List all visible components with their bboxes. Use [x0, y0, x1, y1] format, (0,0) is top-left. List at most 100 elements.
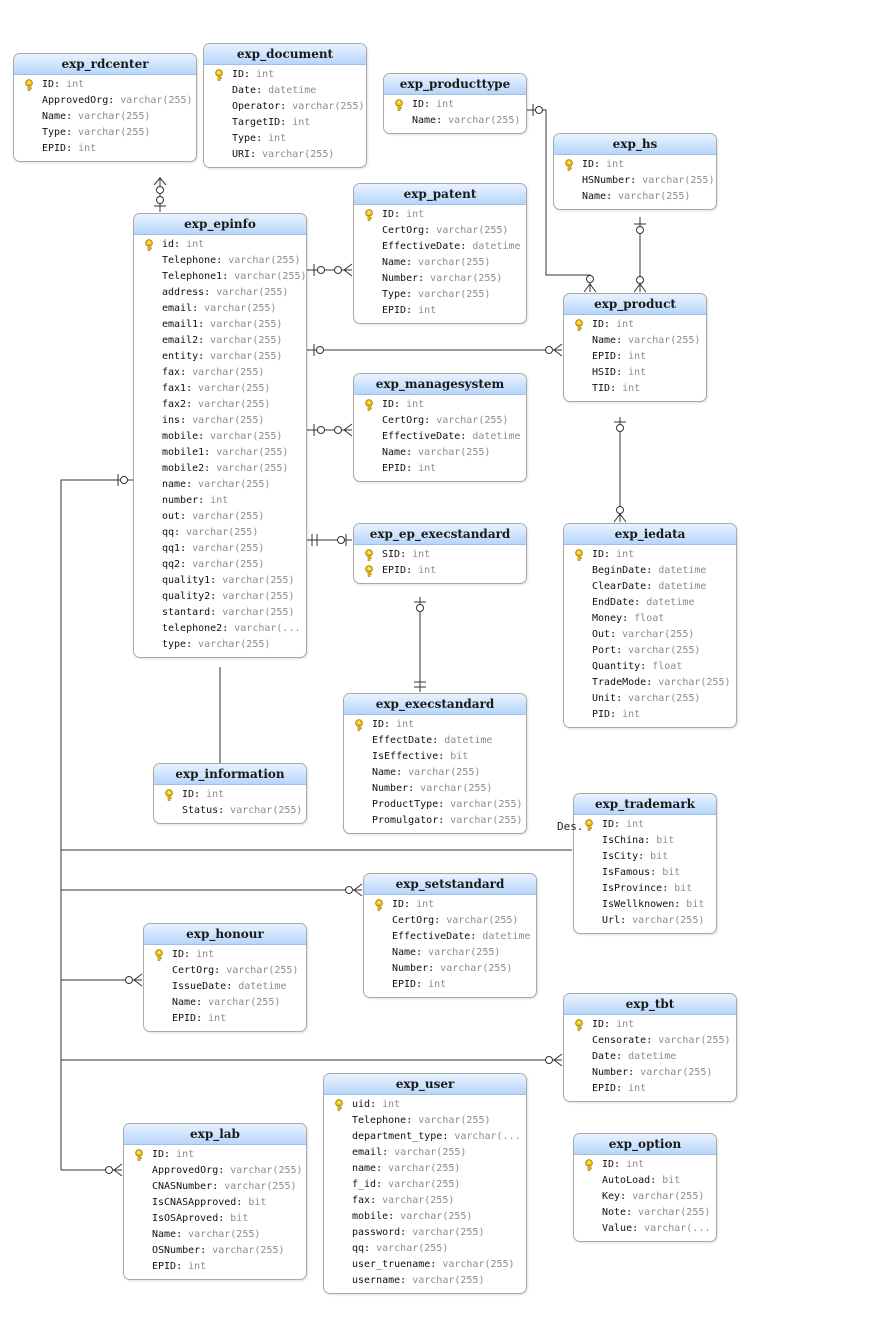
field-row[interactable]: Note: varchar(255)	[574, 1205, 716, 1221]
field-row[interactable]: ID: int	[354, 397, 526, 413]
field-row[interactable]: Number: varchar(255)	[354, 271, 526, 287]
field-row[interactable]: Name: varchar(255)	[14, 109, 196, 125]
field-row[interactable]: ins: varchar(255)	[134, 413, 306, 429]
field-row[interactable]: SID: int	[354, 547, 526, 563]
field-row[interactable]: CertOrg: varchar(255)	[364, 913, 536, 929]
field-row[interactable]: Name: varchar(255)	[554, 189, 716, 205]
field-row[interactable]: number: int	[134, 493, 306, 509]
field-row[interactable]: user_truename: varchar(255)	[324, 1257, 526, 1273]
field-row[interactable]: AutoLoad: bit	[574, 1173, 716, 1189]
field-row[interactable]: Number: varchar(255)	[364, 961, 536, 977]
field-row[interactable]: IsCNASApproved: bit	[124, 1195, 306, 1211]
field-row[interactable]: CNASNumber: varchar(255)	[124, 1179, 306, 1195]
field-row[interactable]: mobile: varchar(255)	[324, 1209, 526, 1225]
field-row[interactable]: Url: varchar(255)	[574, 913, 716, 929]
field-row[interactable]: Unit: varchar(255)	[564, 691, 736, 707]
field-row[interactable]: Name: varchar(255)	[144, 995, 306, 1011]
field-row[interactable]: ID: int	[344, 717, 526, 733]
field-row[interactable]: Operator: varchar(255)	[204, 99, 366, 115]
field-row[interactable]: department_type: varchar(...	[324, 1129, 526, 1145]
field-row[interactable]: EPID: int	[354, 303, 526, 319]
field-row[interactable]: fax: varchar(255)	[134, 365, 306, 381]
field-row[interactable]: IsFamous: bit	[574, 865, 716, 881]
field-row[interactable]: Quantity: float	[564, 659, 736, 675]
field-row[interactable]: ClearDate: datetime	[564, 579, 736, 595]
field-row[interactable]: uid: int	[324, 1097, 526, 1113]
field-row[interactable]: ID: int	[574, 817, 716, 833]
field-row[interactable]: PID: int	[564, 707, 736, 723]
field-row[interactable]: email2: varchar(255)	[134, 333, 306, 349]
field-row[interactable]: TargetID: int	[204, 115, 366, 131]
field-row[interactable]: CertOrg: varchar(255)	[354, 413, 526, 429]
field-row[interactable]: Telephone1: varchar(255)	[134, 269, 306, 285]
field-row[interactable]: ApprovedOrg: varchar(255)	[124, 1163, 306, 1179]
field-row[interactable]: Number: varchar(255)	[564, 1065, 736, 1081]
field-row[interactable]: address: varchar(255)	[134, 285, 306, 301]
field-row[interactable]: ID: int	[554, 157, 716, 173]
field-row[interactable]: EffectiveDate: datetime	[354, 239, 526, 255]
field-row[interactable]: OSNumber: varchar(255)	[124, 1243, 306, 1259]
field-row[interactable]: Status: varchar(255)	[154, 803, 306, 819]
field-row[interactable]: ProductType: varchar(255)	[344, 797, 526, 813]
field-row[interactable]: password: varchar(255)	[324, 1225, 526, 1241]
field-row[interactable]: EPID: int	[354, 563, 526, 579]
field-row[interactable]: EPID: int	[124, 1259, 306, 1275]
field-row[interactable]: ID: int	[574, 1157, 716, 1173]
field-row[interactable]: fax: varchar(255)	[324, 1193, 526, 1209]
field-row[interactable]: Name: varchar(255)	[384, 113, 526, 129]
field-row[interactable]: quality1: varchar(255)	[134, 573, 306, 589]
field-row[interactable]: quality2: varchar(255)	[134, 589, 306, 605]
field-row[interactable]: IsCity: bit	[574, 849, 716, 865]
field-row[interactable]: EPID: int	[564, 1081, 736, 1097]
field-row[interactable]: ID: int	[124, 1147, 306, 1163]
field-row[interactable]: TID: int	[564, 381, 706, 397]
field-row[interactable]: type: varchar(255)	[134, 637, 306, 653]
field-row[interactable]: EffectDate: datetime	[344, 733, 526, 749]
field-row[interactable]: name: varchar(255)	[134, 477, 306, 493]
field-row[interactable]: EPID: int	[364, 977, 536, 993]
field-row[interactable]: ID: int	[564, 1017, 736, 1033]
field-row[interactable]: out: varchar(255)	[134, 509, 306, 525]
field-row[interactable]: IsWellknowen: bit	[574, 897, 716, 913]
field-row[interactable]: EPID: int	[144, 1011, 306, 1027]
field-row[interactable]: Date: datetime	[564, 1049, 736, 1065]
field-row[interactable]: fax1: varchar(255)	[134, 381, 306, 397]
field-row[interactable]: email: varchar(255)	[324, 1145, 526, 1161]
field-row[interactable]: stantard: varchar(255)	[134, 605, 306, 621]
field-row[interactable]: username: varchar(255)	[324, 1273, 526, 1289]
field-row[interactable]: mobile1: varchar(255)	[134, 445, 306, 461]
field-row[interactable]: mobile2: varchar(255)	[134, 461, 306, 477]
field-row[interactable]: Type: varchar(255)	[354, 287, 526, 303]
field-row[interactable]: mobile: varchar(255)	[134, 429, 306, 445]
field-row[interactable]: Name: varchar(255)	[124, 1227, 306, 1243]
field-row[interactable]: ID: int	[384, 97, 526, 113]
field-row[interactable]: Type: varchar(255)	[14, 125, 196, 141]
field-row[interactable]: Name: varchar(255)	[354, 255, 526, 271]
field-row[interactable]: ID: int	[564, 317, 706, 333]
field-row[interactable]: Date: datetime	[204, 83, 366, 99]
field-row[interactable]: EPID: int	[354, 461, 526, 477]
field-row[interactable]: Telephone: varchar(255)	[134, 253, 306, 269]
field-row[interactable]: ID: int	[364, 897, 536, 913]
field-row[interactable]: IsProvince: bit	[574, 881, 716, 897]
field-row[interactable]: EPID: int	[14, 141, 196, 157]
field-row[interactable]: Money: float	[564, 611, 736, 627]
field-row[interactable]: Value: varchar(...	[574, 1221, 716, 1237]
field-row[interactable]: Key: varchar(255)	[574, 1189, 716, 1205]
field-row[interactable]: TradeMode: varchar(255)	[564, 675, 736, 691]
field-row[interactable]: id: int	[134, 237, 306, 253]
field-row[interactable]: IsChina: bit	[574, 833, 716, 849]
field-row[interactable]: IssueDate: datetime	[144, 979, 306, 995]
field-row[interactable]: Type: int	[204, 131, 366, 147]
field-row[interactable]: qq1: varchar(255)	[134, 541, 306, 557]
field-row[interactable]: f_id: varchar(255)	[324, 1177, 526, 1193]
